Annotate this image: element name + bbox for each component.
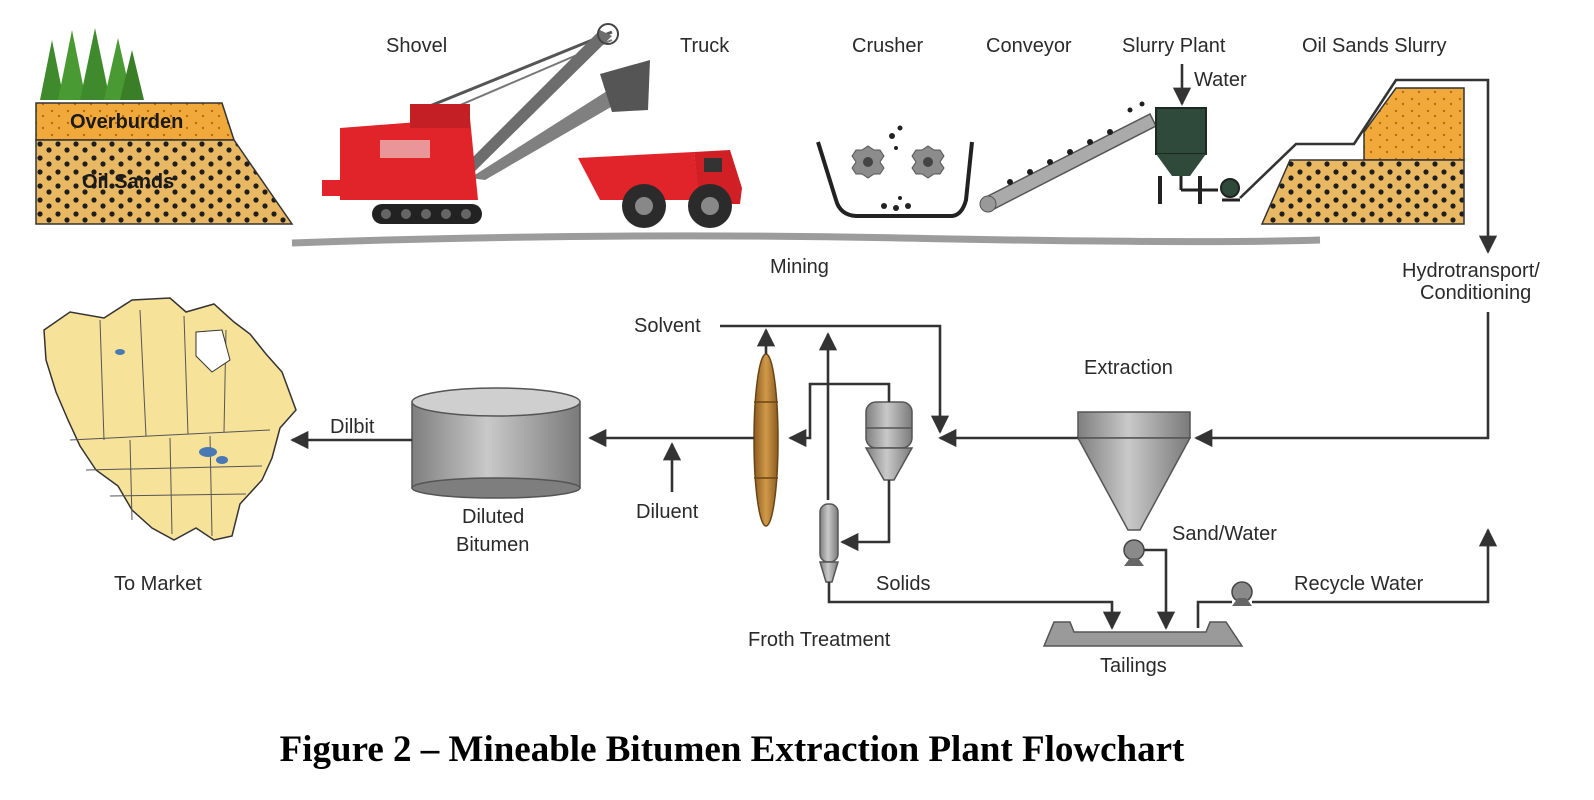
- truck-illustration: [578, 150, 742, 228]
- crusher-label: Crusher: [852, 35, 923, 57]
- shovel-illustration: [322, 23, 650, 224]
- oil-sands-label: Oil Sands: [82, 171, 174, 193]
- recycle-water-label: Recycle Water: [1294, 573, 1424, 595]
- recycle-water-flow: [1196, 530, 1488, 628]
- slurry-plant-illustration: [1155, 107, 1240, 204]
- froth-treatment-label: Froth Treatment: [748, 629, 891, 651]
- settler-underflow-flow: [840, 480, 891, 552]
- figure-caption: Figure 2 – Mineable Bitumen Extraction P…: [0, 728, 1594, 771]
- ground-line: [291, 232, 1321, 247]
- conveyor-illustration: [979, 101, 1158, 213]
- solvent-flow: [720, 324, 950, 434]
- extraction-label: Extraction: [1084, 357, 1173, 379]
- truck-label: Truck: [680, 35, 730, 57]
- oil-sands-slurry-label: Oil Sands Slurry: [1302, 35, 1447, 57]
- mining-label: Mining: [770, 256, 829, 278]
- bitumen-label: Bitumen: [456, 534, 529, 556]
- diluted-label: Diluted: [462, 506, 524, 528]
- crusher-illustration: [816, 125, 974, 218]
- conditioning-label: Conditioning: [1420, 282, 1531, 304]
- sand-water-label: Sand/Water: [1172, 523, 1277, 545]
- figure-caption-text: Figure 2 – Mineable Bitumen Extraction P…: [279, 729, 1185, 770]
- oil-sands-layer: [35, 139, 294, 225]
- oil-sands-slurry-pile: [1239, 78, 1498, 254]
- slurry-plant-label: Slurry Plant: [1122, 35, 1226, 57]
- solids-cyclone-vessel: [818, 503, 840, 583]
- froth-settler-vessel: [864, 401, 914, 481]
- dilbit-label: Dilbit: [330, 416, 375, 438]
- diluted-bitumen-tank: [411, 387, 581, 499]
- hydrotransport-to-extraction-flow: [1194, 312, 1490, 448]
- north-america-map: [43, 297, 297, 541]
- flowchart-diagram: Overburden Oil Sands Shovel Truck: [35, 23, 1540, 677]
- recycle-pump: [1231, 581, 1253, 606]
- tailings-label: Tailings: [1100, 655, 1167, 677]
- solvent-label: Solvent: [634, 315, 701, 337]
- settler-overflow-flow: [788, 382, 891, 448]
- shovel-label: Shovel: [386, 35, 447, 57]
- solids-to-tailings-flow: [827, 582, 1122, 630]
- to-market-label: To Market: [114, 573, 202, 595]
- conveyor-label: Conveyor: [986, 35, 1072, 57]
- extraction-vessel: [1076, 411, 1192, 566]
- froth-column-separator: [753, 353, 779, 527]
- diluent-label: Diluent: [636, 501, 699, 523]
- overburden-label: Overburden: [70, 111, 183, 133]
- solids-label: Solids: [876, 573, 930, 595]
- tailings-basin: [1042, 621, 1244, 647]
- hydrotransport-label: Hydrotransport/: [1402, 260, 1540, 282]
- sand-water-to-tailings-flow: [1144, 548, 1176, 630]
- water-label: Water: [1194, 69, 1247, 91]
- forest-trees: [40, 28, 144, 100]
